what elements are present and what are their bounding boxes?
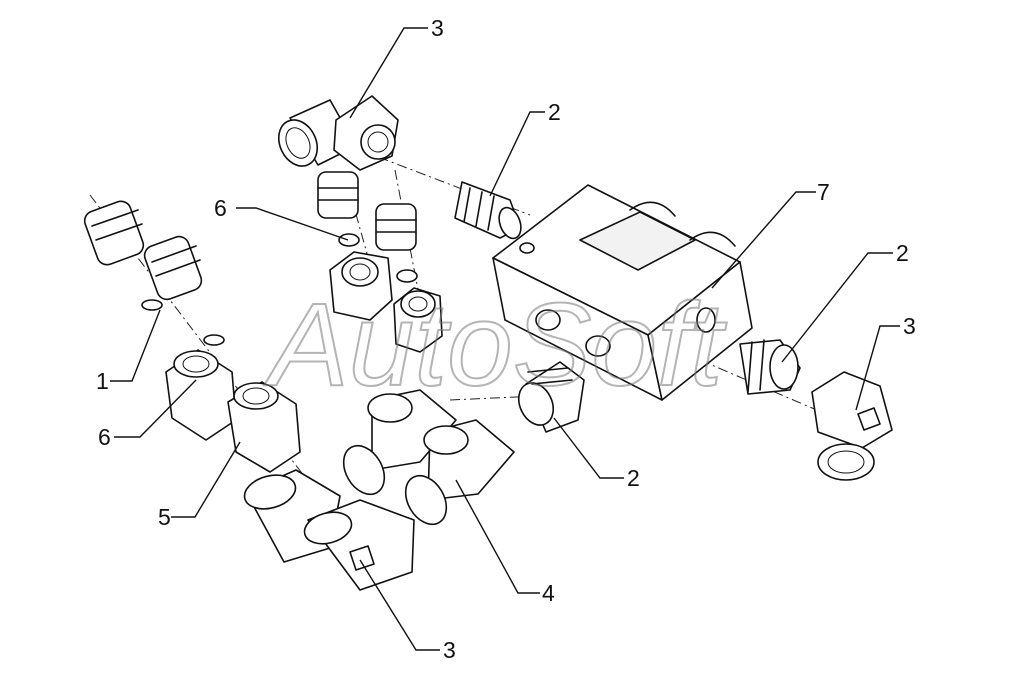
- callout-right-2: 2: [896, 240, 909, 266]
- callout-top-2: 2: [548, 99, 561, 125]
- callout-right-3: 3: [903, 313, 916, 339]
- swivel-nut-assemblies-left: [165, 334, 301, 473]
- leader-lines: [110, 27, 900, 651]
- elbow-fitting-top: [277, 95, 399, 171]
- callout-labels: 3 2 6 7 2 3 1 6 5 2 4 3: [96, 15, 916, 663]
- callout-1: 1: [96, 368, 109, 394]
- callout-4: 4: [542, 580, 555, 606]
- elbow-fitting-right: [811, 371, 893, 481]
- callout-7: 7: [817, 179, 830, 205]
- watermark-text: AutoSoft: [264, 279, 727, 411]
- adapter-nipples-upper: [317, 171, 417, 251]
- elbow-fittings-bottom: [243, 469, 415, 591]
- hex-nut-fittings-center: [329, 251, 443, 353]
- threaded-union-right: [739, 339, 801, 395]
- callout-6-upper: 6: [214, 195, 227, 221]
- nipple-fittings-left-part-1: [83, 200, 203, 311]
- callout-bottom-3: 3: [443, 637, 456, 663]
- valve-block-part-7: [492, 184, 753, 401]
- lock-washers-upper: [338, 233, 418, 283]
- tee-fittings-part-4: [342, 389, 515, 526]
- callout-5: 5: [158, 504, 171, 530]
- callout-middle-2: 2: [627, 465, 640, 491]
- callout-6-lower: 6: [98, 424, 111, 450]
- threaded-union-middle: [517, 361, 585, 433]
- threaded-union-top: [454, 181, 522, 240]
- callout-top-3: 3: [431, 15, 444, 41]
